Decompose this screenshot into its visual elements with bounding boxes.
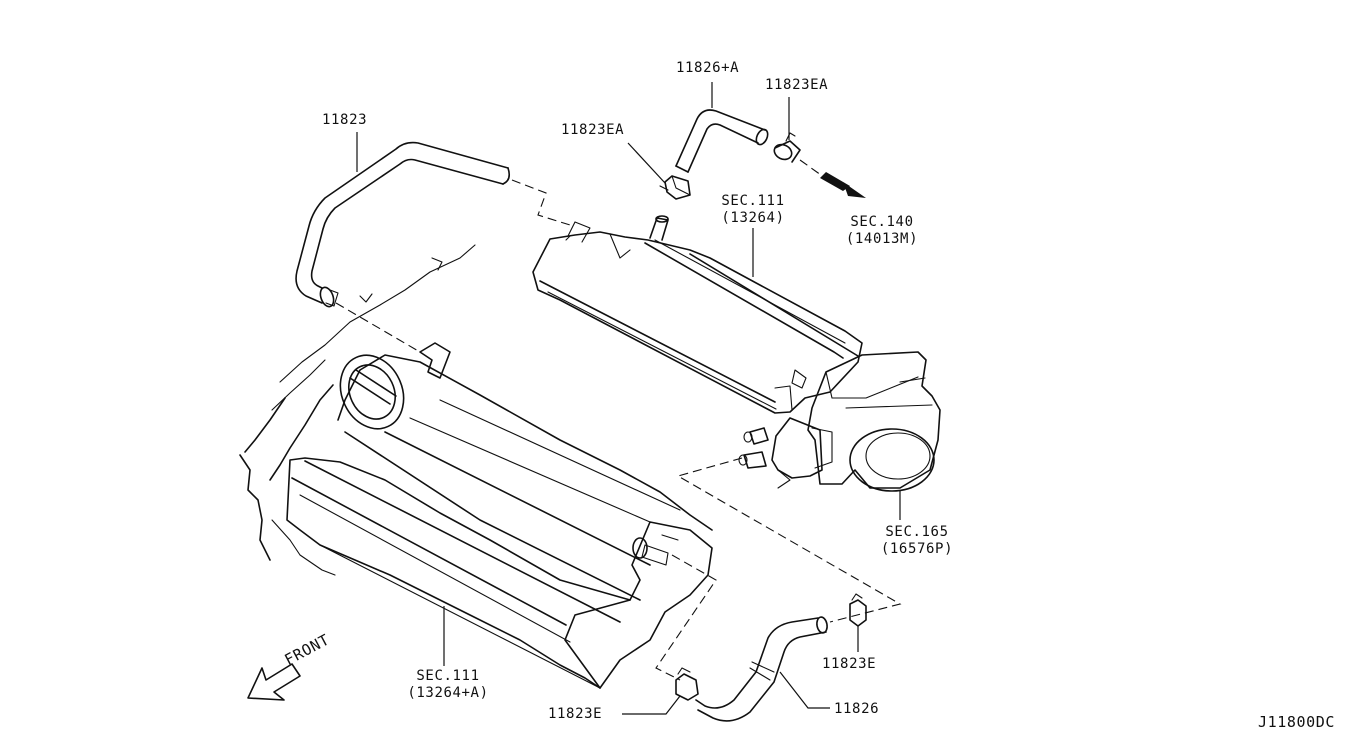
throttle-body — [738, 351, 941, 492]
label-11826-a: 11826+A — [676, 60, 740, 76]
label-sec140-line2: (14013M) — [845, 231, 919, 247]
hose-11823[interactable] — [295, 141, 510, 309]
engine-block-outline — [239, 244, 476, 576]
clamp-11823e-left[interactable] — [675, 667, 699, 701]
front-intake-manifold — [286, 342, 713, 689]
label-sec111-front-line1: SEC.111 — [416, 668, 480, 684]
hose-11826-a[interactable] — [675, 109, 770, 173]
hose-11826[interactable] — [695, 616, 828, 722]
label-sec165-line2: (16576P) — [880, 541, 954, 557]
label-sec111-rear-line1: SEC.111 — [721, 193, 785, 209]
label-sec111-rear: SEC.111 (13264) — [703, 193, 803, 227]
clamp-11823ea-right[interactable] — [772, 132, 801, 163]
clamp-11823ea-left[interactable] — [659, 175, 691, 200]
label-11823ea-left: 11823EA — [561, 122, 625, 138]
label-sec140-line1: SEC.140 — [850, 214, 914, 230]
label-sec111-front-line2: (13264+A) — [407, 685, 489, 701]
rear-intake-manifold — [532, 215, 863, 414]
label-11823ea-right: 11823EA — [765, 77, 829, 93]
label-11823: 11823 — [322, 112, 368, 128]
label-sec111-front: SEC.111 (13264+A) — [388, 668, 508, 702]
diagram-code: J11800DC — [1258, 713, 1336, 731]
label-sec111-rear-line2: (13264) — [721, 210, 785, 226]
label-11823e-left: 11823E — [548, 706, 603, 722]
connection-lines — [335, 179, 902, 681]
leader-lines — [356, 82, 901, 715]
clamp-11823e-right[interactable] — [849, 593, 867, 627]
label-11826: 11826 — [834, 701, 880, 717]
label-11823e-right: 11823E — [822, 656, 877, 672]
label-sec140: SEC.140 (14013M) — [832, 214, 932, 248]
front-arrow-icon — [247, 663, 301, 701]
arrow-to-sec140 — [799, 159, 866, 198]
label-sec165-line1: SEC.165 — [885, 524, 949, 540]
label-sec165: SEC.165 (16576P) — [862, 524, 972, 558]
